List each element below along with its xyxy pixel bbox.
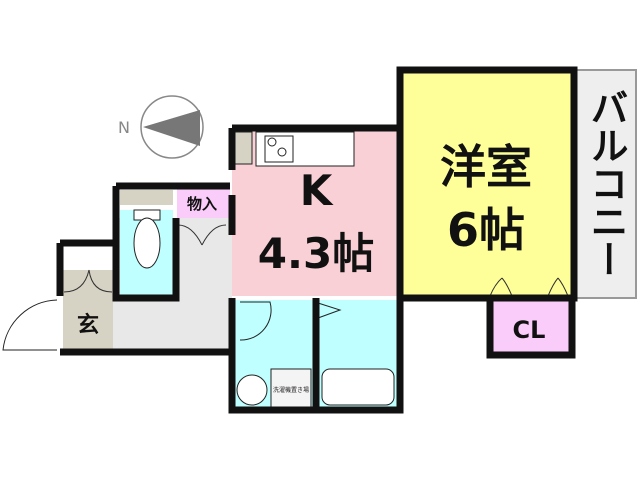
stove-icon bbox=[264, 135, 294, 163]
bathtub-icon bbox=[321, 368, 395, 406]
plan-detail bbox=[277, 147, 287, 157]
washroom-door bbox=[239, 301, 272, 341]
closet-label: CL bbox=[513, 316, 546, 344]
kitchen-name: K bbox=[300, 166, 334, 215]
washer-label: 洗濯機置き場 bbox=[273, 386, 309, 394]
compass-north-label: N bbox=[118, 118, 130, 137]
closet bbox=[488, 298, 570, 355]
entrance bbox=[63, 270, 113, 352]
entrance-door[interactable] bbox=[2, 299, 58, 351]
compass-arrow-icon bbox=[143, 110, 200, 146]
washer-space bbox=[270, 368, 312, 408]
compass: N bbox=[118, 95, 204, 159]
storage-label: 物入 bbox=[187, 195, 217, 213]
balcony-label: バルコニー bbox=[584, 88, 628, 278]
toilet-icon bbox=[133, 217, 161, 269]
western-room bbox=[400, 70, 574, 296]
storage-door bbox=[177, 224, 227, 246]
plan-detail bbox=[486, 298, 576, 359]
western-room-name: 洋室 bbox=[440, 140, 532, 194]
fridge-space bbox=[233, 131, 253, 165]
toilet-tank-shelf bbox=[120, 190, 173, 205]
kitchen-size: 4.3帖 bbox=[258, 229, 374, 278]
walls bbox=[56, 66, 578, 414]
balcony bbox=[575, 69, 637, 299]
kitchen-counter bbox=[255, 131, 355, 167]
entrance-label: 玄 bbox=[77, 312, 99, 338]
western-room-size: 6帖 bbox=[447, 203, 525, 257]
plan-detail bbox=[489, 277, 569, 297]
storage bbox=[177, 188, 230, 218]
shoe-closet-door bbox=[63, 269, 113, 293]
plan-detail bbox=[63, 247, 113, 269]
plan-detail bbox=[267, 137, 277, 147]
washbasin-icon bbox=[236, 374, 268, 406]
